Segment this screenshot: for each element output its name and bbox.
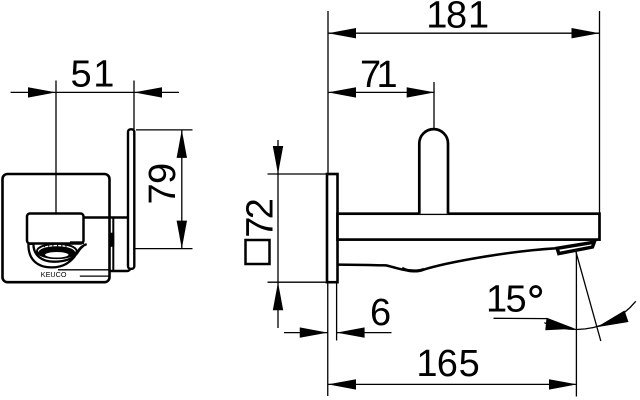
svg-text:5: 5 (71, 53, 92, 95)
svg-text:7: 7 (240, 217, 282, 238)
svg-text:1: 1 (377, 54, 398, 96)
svg-text:1: 1 (486, 278, 507, 320)
svg-text:7: 7 (142, 183, 184, 204)
svg-text:8: 8 (446, 0, 467, 37)
svg-text:5: 5 (506, 278, 527, 320)
svg-text:1: 1 (93, 53, 114, 95)
svg-text:5: 5 (459, 343, 480, 385)
svg-text:7: 7 (360, 54, 381, 96)
svg-text:6: 6 (437, 343, 458, 385)
svg-text:KEUCO: KEUCO (41, 270, 67, 279)
svg-text:1: 1 (416, 343, 437, 385)
svg-text:6: 6 (370, 292, 391, 334)
svg-text:2: 2 (240, 198, 282, 219)
svg-text:9: 9 (142, 163, 184, 184)
svg-text:1: 1 (426, 0, 447, 37)
svg-text:1: 1 (468, 0, 489, 37)
